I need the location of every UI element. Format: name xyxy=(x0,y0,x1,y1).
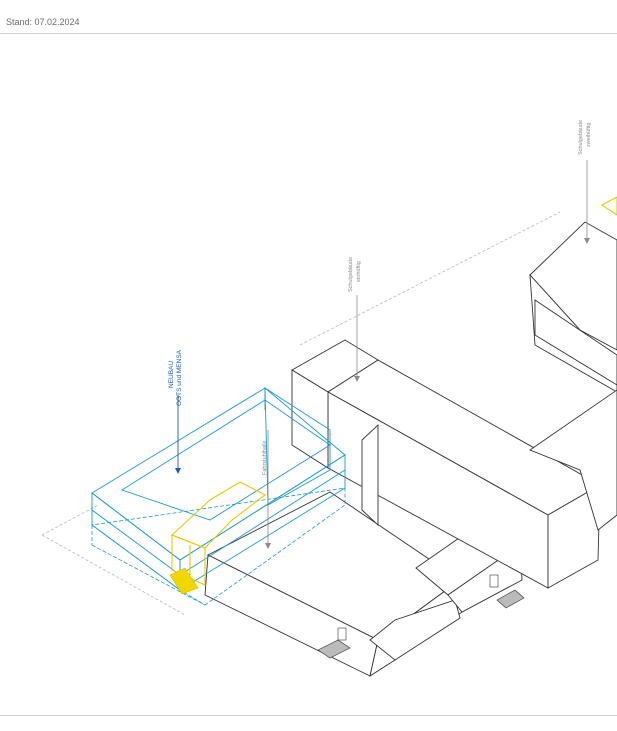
label-neubau: NEUBAU OGTS und MENSA xyxy=(168,349,183,406)
neubau-foundation xyxy=(90,487,346,606)
label-schulgebaeude-einhueftig: Schulgebäude einhüftig xyxy=(348,257,362,292)
neubau-label-line2: OGTS und MENSA xyxy=(176,349,183,406)
label-fahrstuhlhalle: Fahrstuhlhalle xyxy=(262,440,268,475)
schul1-label-line1: Schulgebäude xyxy=(348,257,354,292)
fahrstuhl-label: Fahrstuhlhalle xyxy=(262,440,268,475)
highlight-wireframe xyxy=(170,196,617,586)
neubau-label-line1: NEUBAU xyxy=(168,361,175,388)
site-boundary xyxy=(41,211,561,616)
entrances xyxy=(317,574,525,659)
neubau-arrow-head xyxy=(175,468,181,474)
schul2-label-line2: zweihüftig xyxy=(586,123,592,147)
label-arrows xyxy=(267,160,588,545)
schul2-label-line1: Schulgebäude xyxy=(578,120,584,155)
schul1-label-line2: einhüftig xyxy=(356,261,362,282)
existing-buildings xyxy=(204,221,617,677)
date-stamp: Stand: 07.02.2024 xyxy=(6,17,80,27)
footer-rule xyxy=(0,715,617,716)
header-rule xyxy=(0,33,617,34)
label-schulgebaeude-zweihueftig: Schulgebäude zweihüftig xyxy=(578,120,592,155)
highlight-entrance-steps xyxy=(169,567,199,595)
